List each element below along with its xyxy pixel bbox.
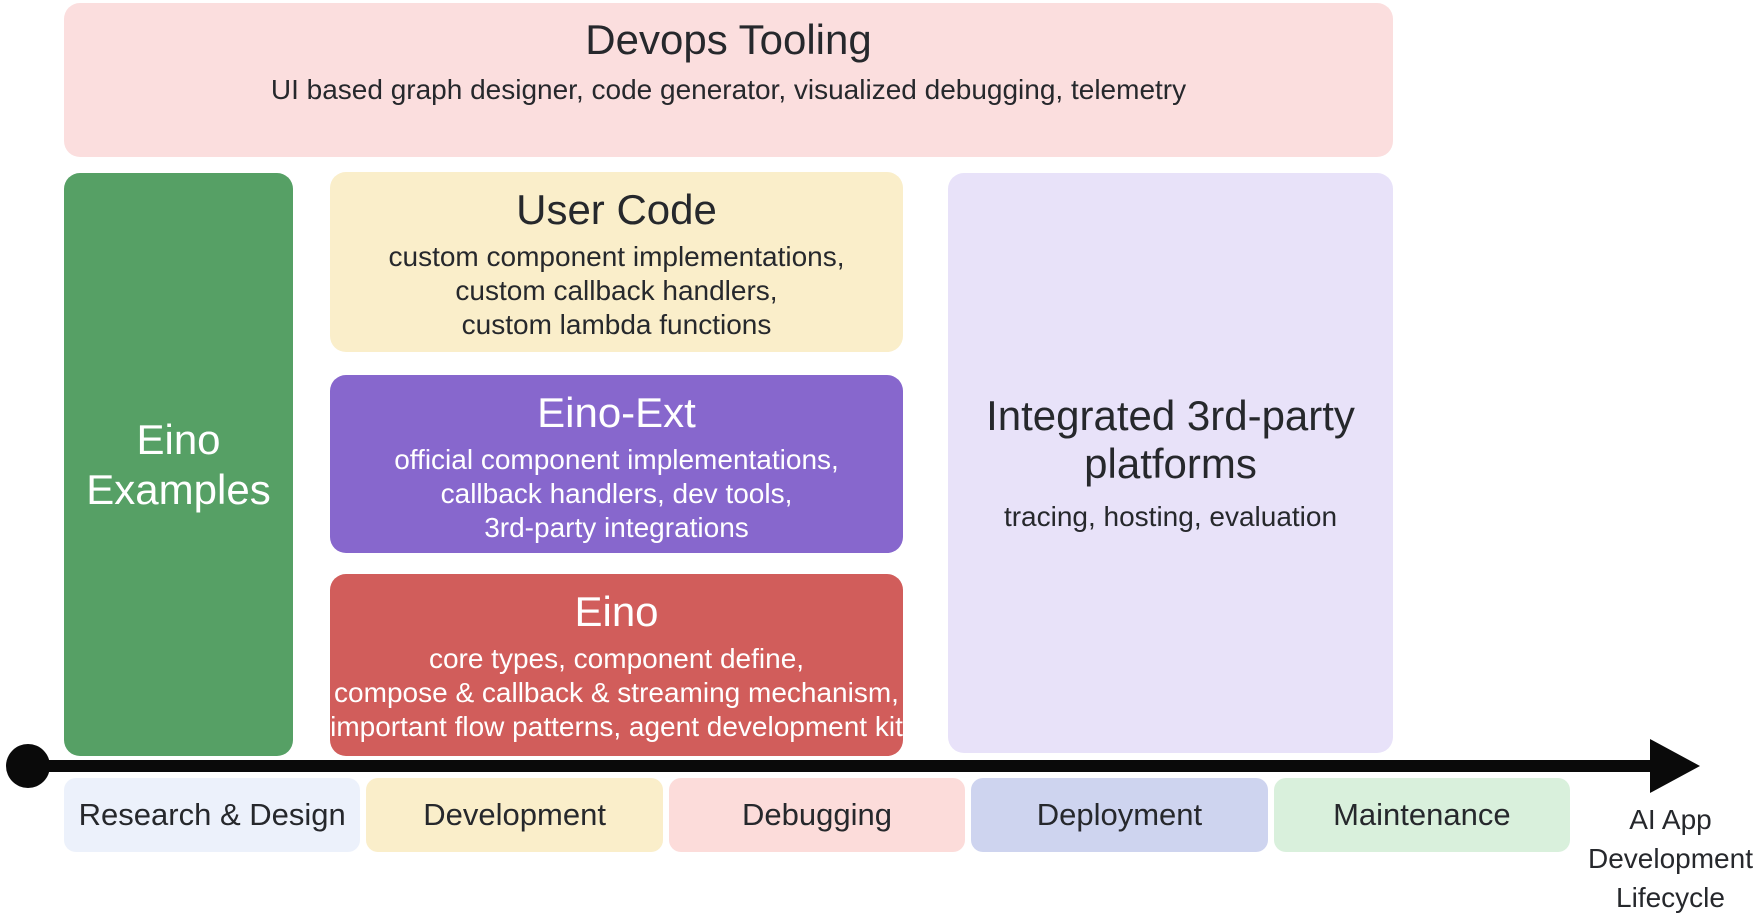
- integrated-platforms-title-line2: platforms: [1084, 440, 1257, 487]
- stage-debugging: Debugging: [668, 778, 966, 852]
- eino-core-detail-line: important flow patterns, agent developme…: [330, 711, 903, 742]
- user-code-box: User Code custom component implementatio…: [330, 172, 903, 352]
- eino-ext-details: official component implementations, call…: [330, 443, 903, 545]
- eino-ext-detail-line: callback handlers, dev tools,: [440, 478, 793, 509]
- lifecycle-axis-label: AI App Development Lifecycle: [1578, 800, 1760, 917]
- eino-ext-detail-line: 3rd-party integrations: [484, 512, 749, 543]
- lifecycle-axis-label-line3: Lifecycle: [1616, 882, 1725, 913]
- stage-label: Deployment: [1036, 797, 1203, 832]
- devops-tooling-subtitle: UI based graph designer, code generator,…: [270, 74, 1187, 105]
- eino-ext-title: Eino-Ext: [537, 389, 696, 436]
- user-code-title: User Code: [516, 186, 717, 233]
- eino-ext-box: Eino-Ext official component implementati…: [330, 375, 903, 553]
- devops-tooling-box: Devops Tooling UI based graph designer, …: [64, 3, 1393, 157]
- eino-core-title: Eino: [574, 588, 659, 635]
- lifecycle-axis-label-line1: AI App: [1629, 804, 1712, 835]
- lifecycle-axis-label-line2: Development: [1588, 843, 1753, 874]
- stage-label: Research & Design: [78, 797, 346, 832]
- eino-core-details: core types, component define, compose & …: [330, 642, 903, 744]
- integrated-platforms-title-line1: Integrated 3rd-party: [986, 392, 1355, 439]
- devops-tooling-title: Devops Tooling: [585, 16, 872, 63]
- stage-development: Development: [366, 778, 663, 852]
- integrated-platforms-subtitle: tracing, hosting, evaluation: [1003, 501, 1338, 532]
- eino-ext-detail-line: official component implementations,: [394, 444, 839, 475]
- user-code-detail-line: custom callback handlers,: [455, 275, 778, 306]
- stage-research-design: Research & Design: [64, 778, 361, 852]
- eino-core-box: Eino core types, component define, compo…: [330, 574, 903, 756]
- eino-core-detail-line: compose & callback & streaming mechanism…: [334, 677, 899, 708]
- stage-deployment: Deployment: [971, 778, 1268, 852]
- timeline-axis-line: [28, 760, 1660, 772]
- timeline-arrowhead-icon: [1650, 739, 1700, 793]
- integrated-platforms-box: Integrated 3rd-party platforms tracing, …: [948, 173, 1393, 753]
- eino-core-detail-line: core types, component define,: [428, 643, 805, 674]
- stage-label: Development: [423, 797, 606, 832]
- lifecycle-stages-row: Research & Design Development Debugging …: [64, 778, 1571, 852]
- stage-label: Maintenance: [1333, 797, 1511, 832]
- eino-examples-box: Eino Examples: [64, 173, 293, 756]
- eino-examples-label-line1: Eino: [136, 415, 221, 463]
- user-code-detail-line: custom lambda functions: [461, 309, 772, 340]
- stage-maintenance: Maintenance: [1273, 778, 1571, 852]
- stage-label: Debugging: [742, 797, 892, 832]
- eino-examples-label-line2: Examples: [86, 465, 271, 513]
- user-code-details: custom component implementations, custom…: [330, 240, 903, 342]
- user-code-detail-line: custom component implementations,: [388, 241, 845, 272]
